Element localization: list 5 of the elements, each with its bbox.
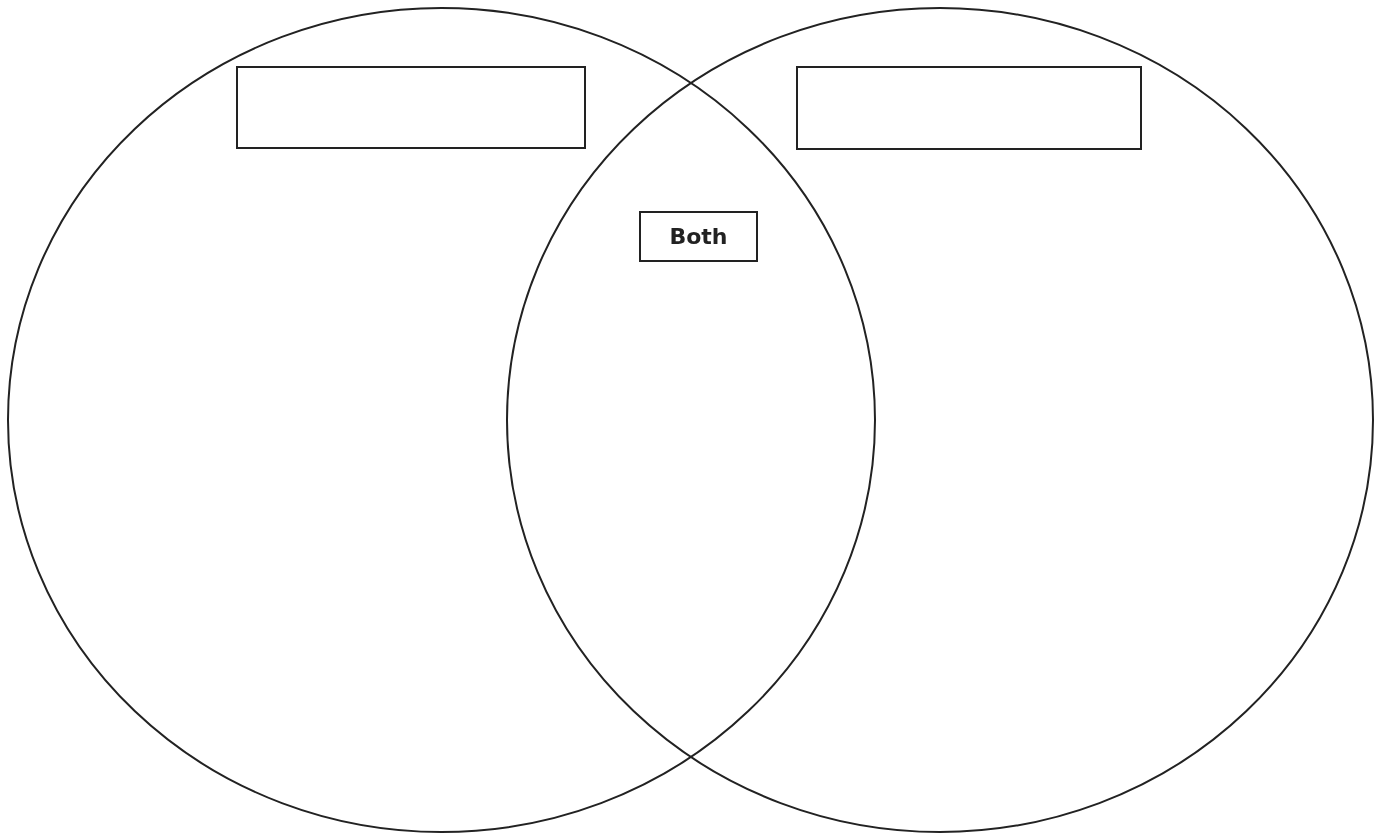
venn-circle [8,8,875,832]
label-box: Both [639,211,758,262]
blank-label-box [236,66,586,149]
venn-circle [507,8,1373,832]
blank-label-box [796,66,1142,150]
